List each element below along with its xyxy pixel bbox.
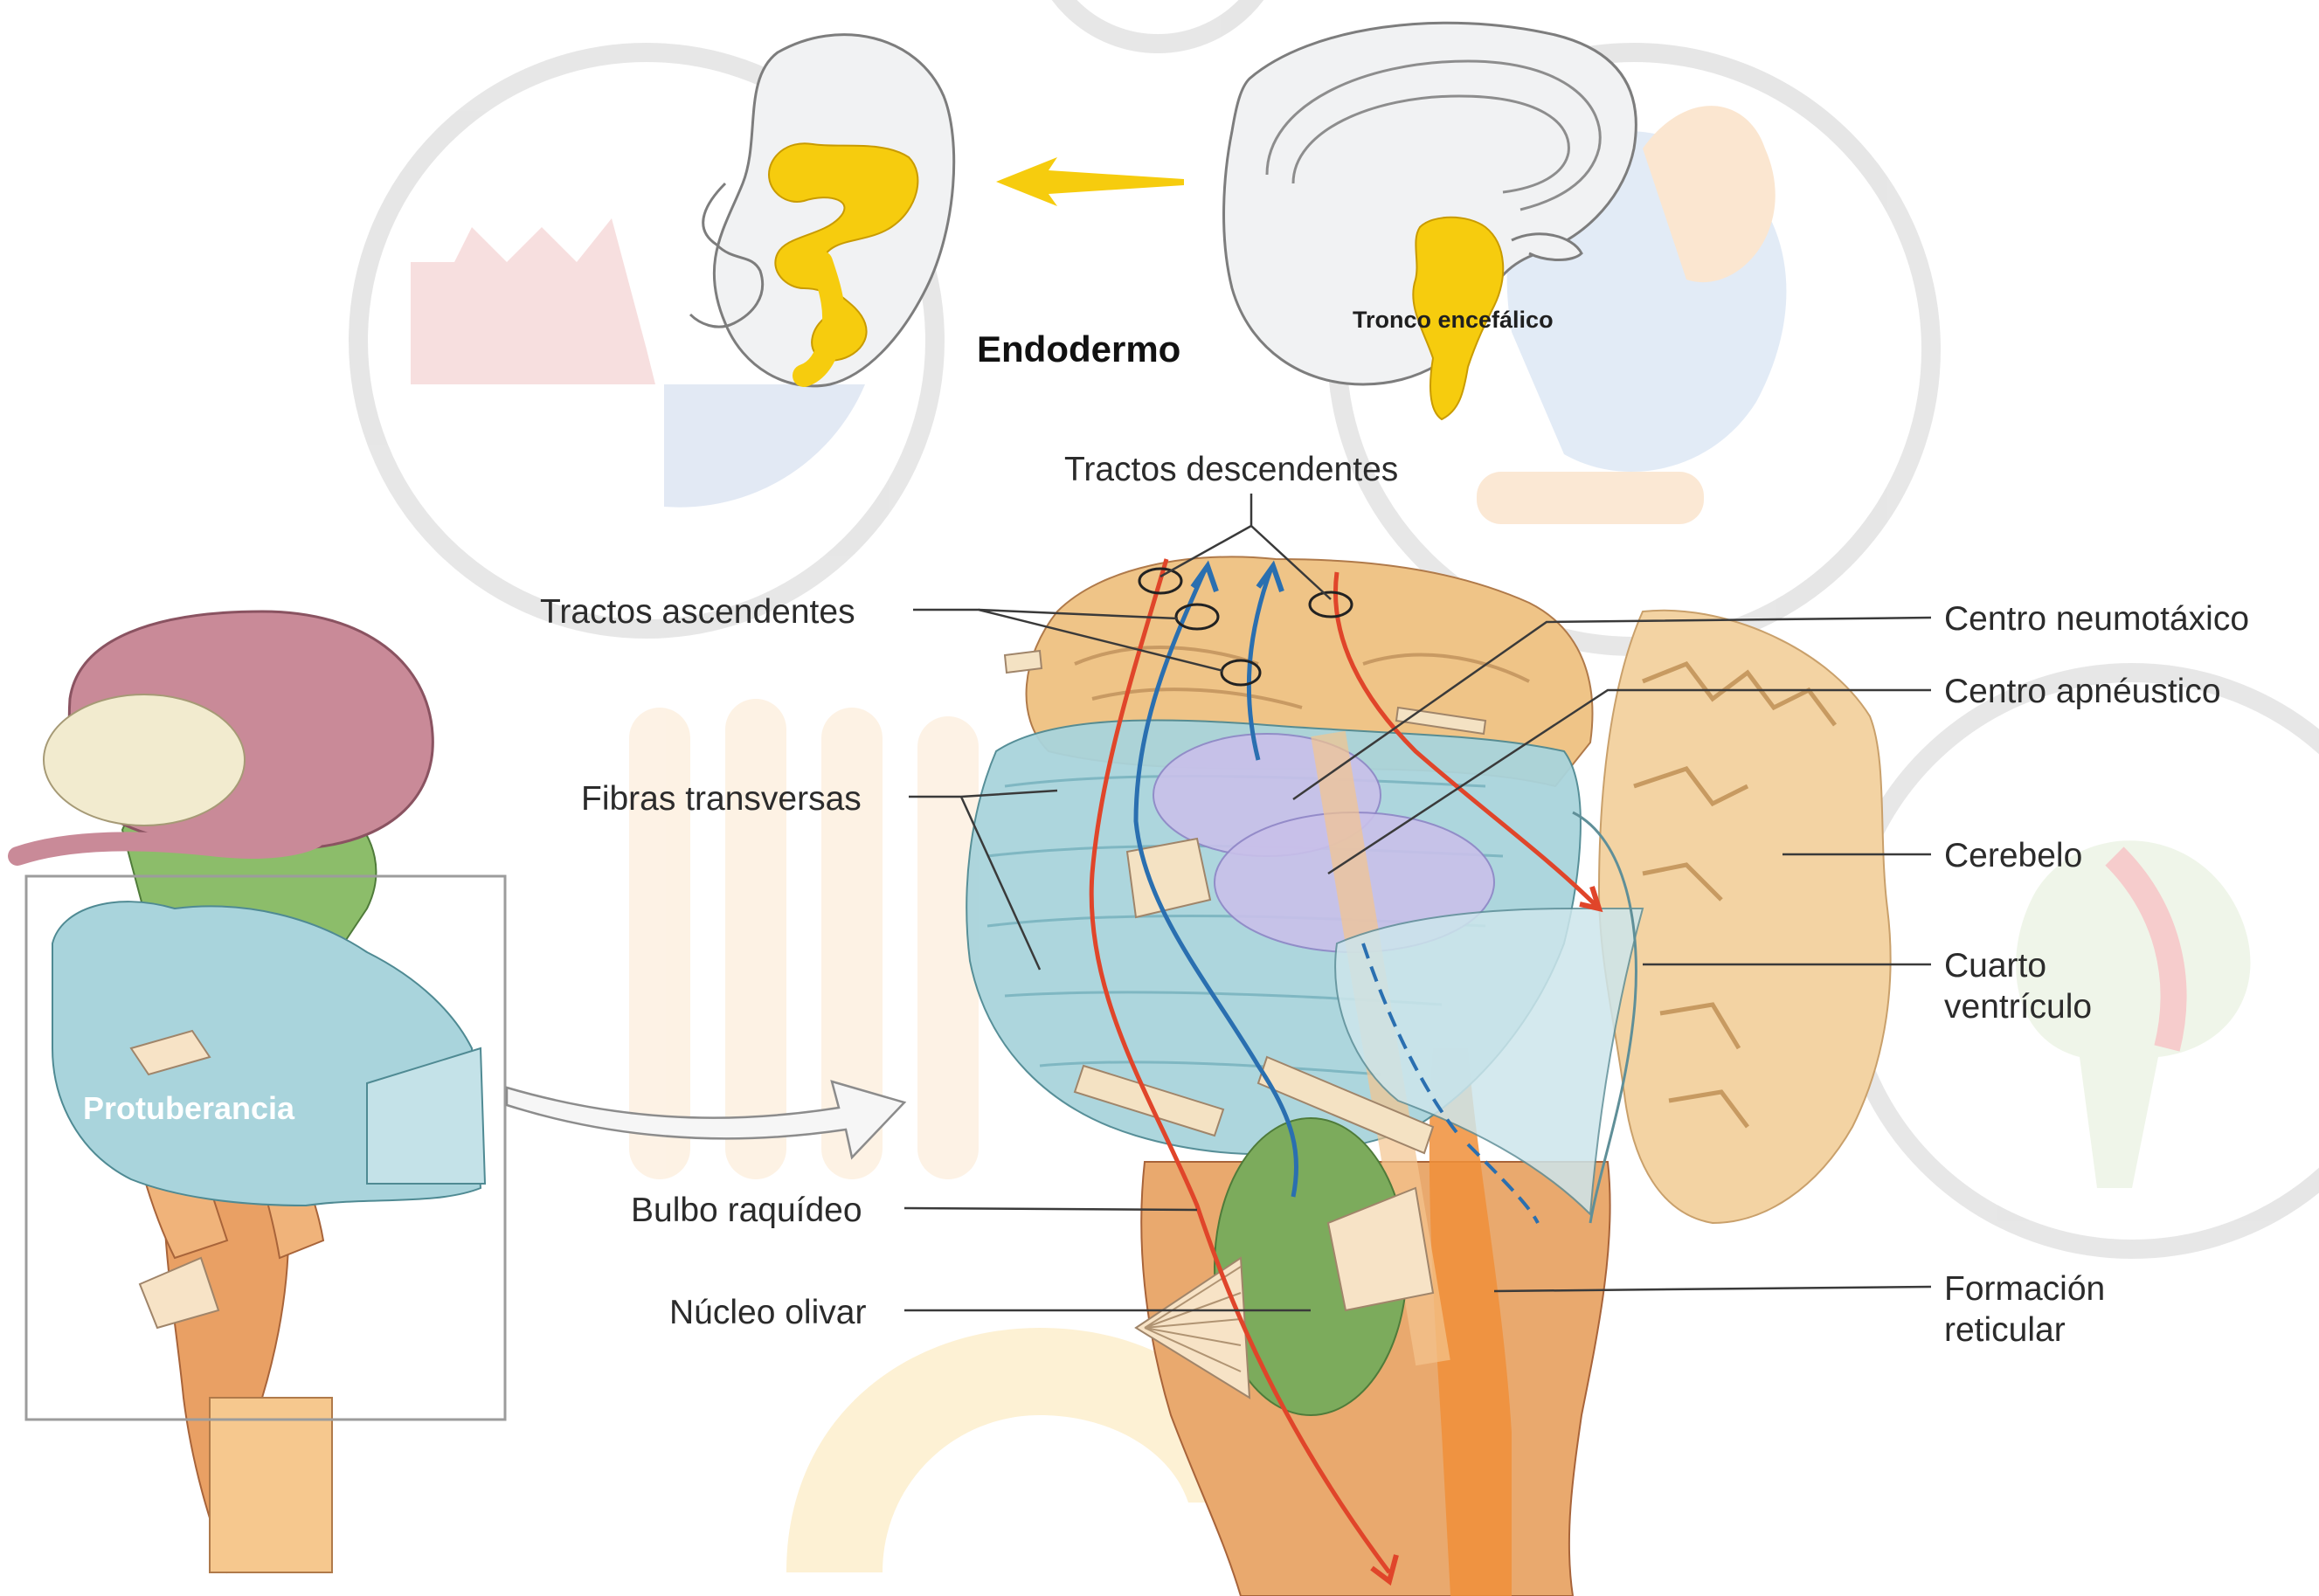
label-centro-apneustico: Centro apnéustico	[1944, 673, 2221, 710]
label-bulbo-raquideo: Bulbo raquídeo	[631, 1192, 862, 1229]
developmental-arrow	[996, 157, 1184, 206]
label-cerebelo: Cerebelo	[1944, 837, 2082, 874]
main-brainstem-illustration	[966, 557, 1890, 1596]
endodermo-label: Endodermo	[977, 328, 1180, 370]
label-cuarto-ventriculo-line2: ventrículo	[1944, 988, 2092, 1026]
label-tractos-ascendentes: Tractos ascendentes	[540, 593, 855, 631]
tronco-encefalico-label: Tronco encefálico	[1353, 307, 1554, 333]
protuberancia-label: Protuberancia	[83, 1090, 295, 1126]
label-cuarto-ventriculo-line1: Cuarto	[1944, 947, 2046, 985]
label-formacion-reticular-line2: reticular	[1944, 1311, 2066, 1349]
label-centro-neumotaxico: Centro neumotáxico	[1944, 600, 2249, 638]
embryo-figure	[690, 35, 954, 386]
label-nucleo-olivar: Núcleo olivar	[669, 1294, 866, 1331]
label-formacion-reticular-line1: Formación	[1944, 1270, 2105, 1308]
label-fibras-transversas: Fibras transversas	[581, 780, 862, 818]
label-tractos-descendentes: Tractos descendentes	[1064, 451, 1398, 488]
